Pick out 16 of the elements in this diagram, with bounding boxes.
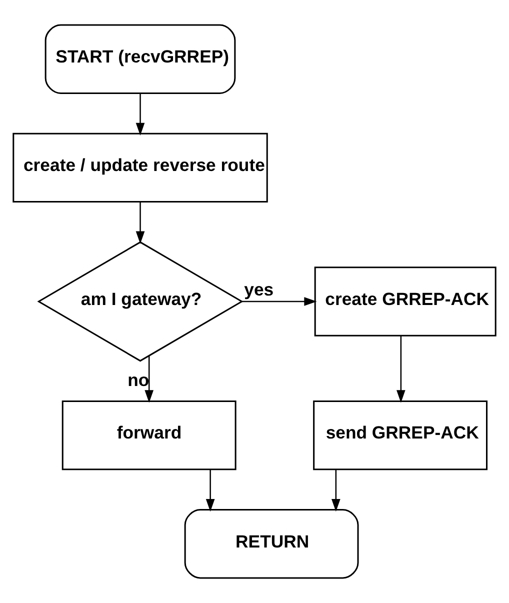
node-box: create GRREP-ACK [314, 266, 496, 336]
arrow [396, 336, 406, 403]
node-diamond: am I gateway? [37, 241, 244, 362]
arrow [332, 470, 340, 512]
edge-label: no [128, 370, 150, 390]
arrow [206, 470, 215, 512]
arrow [242, 297, 317, 306]
arrow [136, 93, 145, 136]
arrow [136, 202, 145, 244]
node-box: forward [62, 400, 236, 470]
arrow [144, 356, 154, 403]
node-box: START (recvGRREP) [44, 24, 236, 94]
node-box: create / update reverse route [12, 132, 268, 203]
node-box: RETURN [184, 509, 359, 579]
edge-label: yes [244, 279, 274, 300]
node-box: send GRREP-ACK [313, 400, 488, 470]
